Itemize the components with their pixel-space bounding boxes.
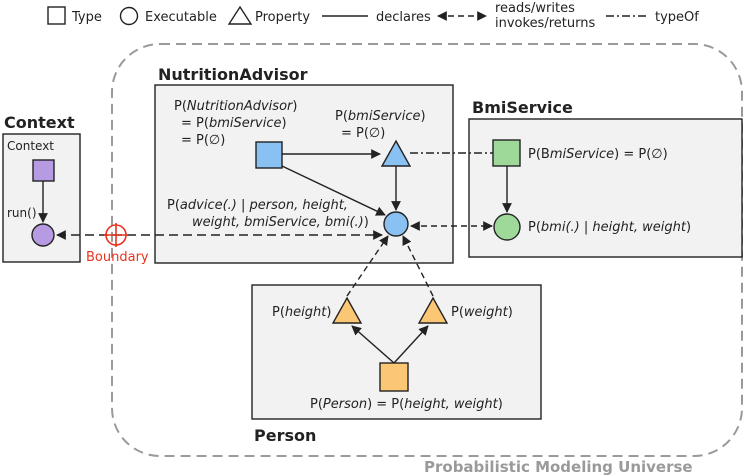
declares-arrow-type-to-advice <box>281 165 386 216</box>
bmi-executable-node <box>493 213 521 241</box>
legend-typeof-label: typeOf <box>655 10 699 25</box>
nutrition-prop-label-line1: P(bmiService) <box>335 109 426 124</box>
boundary-marker <box>104 223 128 247</box>
nutrition-type-node <box>255 141 283 169</box>
person-declares-weight-arrow <box>393 325 429 364</box>
legend-property-icon <box>227 5 253 25</box>
legend-executable-label: Executable <box>145 10 217 25</box>
boundary-label: Boundary <box>86 250 149 265</box>
legend-reads-writes-label: reads/writes <box>495 1 575 16</box>
legend-executable-icon <box>119 6 139 26</box>
context-type-node <box>32 159 55 182</box>
person-declares-height-arrow <box>351 325 395 364</box>
nutrition-title: NutritionAdvisor <box>158 65 308 84</box>
bmi-type-node <box>492 139 521 167</box>
context-type-label: Context <box>7 139 54 153</box>
person-panel <box>251 284 542 420</box>
reads-weight-arrow <box>402 235 434 297</box>
person-title: Person <box>254 426 316 445</box>
legend-type-label: Type <box>71 10 102 25</box>
nutrition-exec-label-line2: weight, bmiService, bmi(.)) <box>192 215 369 230</box>
height-property-node <box>331 296 363 324</box>
nutrition-exec-label-line1: P(advice(.) | person, height, <box>167 198 348 213</box>
person-type-node <box>379 362 409 392</box>
legend-declares-label: declares <box>376 10 431 25</box>
advice-executable-node <box>383 211 409 237</box>
context-exec-label: run() <box>7 206 37 220</box>
nutrition-type-label-line3: = P(∅) <box>181 133 225 148</box>
bmi-exec-label: P(bmi(.) | height, weight) <box>528 220 691 235</box>
weight-property-node <box>417 296 449 324</box>
universe-label: Probabilistic Modeling Universe <box>424 458 693 476</box>
context-title: Context <box>4 113 75 132</box>
reads-height-arrow <box>346 235 389 297</box>
universe-boundary <box>111 43 743 457</box>
legend-type-icon <box>47 6 66 25</box>
bmi-title: BmiService <box>472 98 573 117</box>
bmi-type-label: P(BmiService) = P(∅) <box>528 147 668 162</box>
nutrition-type-label-line2: = P(bmiService) <box>181 116 287 131</box>
nutrition-prop-label-line2: = P(∅) <box>341 126 385 141</box>
context-run-node <box>31 223 55 247</box>
height-label: P(height) <box>272 305 331 320</box>
legend: Type Executable Property declares reads/… <box>47 1 699 31</box>
legend-invokes-returns-label: invokes/returns <box>495 16 595 31</box>
weight-label: P(weight) <box>451 305 513 320</box>
legend-property-label: Property <box>255 10 310 25</box>
person-type-label: P(Person) = P(height, weight) <box>310 397 503 412</box>
nutrition-type-label-line1: P(NutritionAdvisor) <box>174 99 297 114</box>
